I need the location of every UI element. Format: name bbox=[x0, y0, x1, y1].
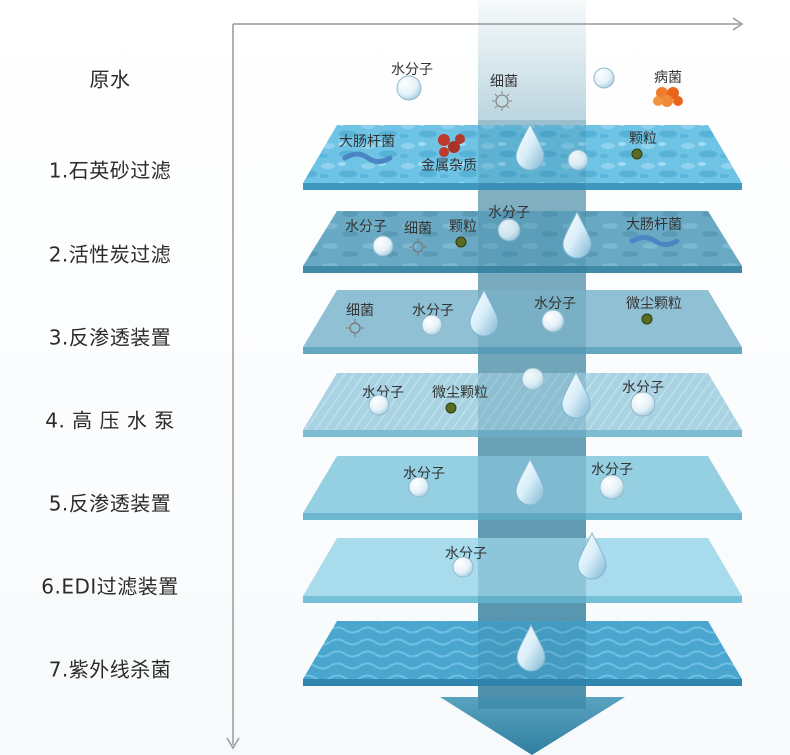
l3-water-label: 水分子 bbox=[412, 303, 454, 319]
l5-water2-icon bbox=[599, 474, 625, 500]
l6-droplet-icon bbox=[577, 531, 607, 580]
l3-dust-label: 微尘颗粒 bbox=[626, 296, 682, 312]
l1-bubble-icon bbox=[567, 149, 589, 171]
stage-label-raw: 原水 bbox=[89, 67, 131, 92]
l1-ecoli-icon bbox=[342, 151, 393, 164]
l4-dust-label: 微尘颗粒 bbox=[432, 385, 488, 401]
layer-2-activated-carbon bbox=[303, 211, 742, 273]
l1-ecoli-label: 大肠杆菌 bbox=[339, 134, 395, 150]
l2-ecoli-label: 大肠杆菌 bbox=[626, 217, 682, 233]
l6-water-label: 水分子 bbox=[445, 546, 487, 562]
l3-water-icon bbox=[421, 314, 443, 336]
raw-bubble-icon bbox=[593, 67, 615, 89]
layer-6-edi bbox=[303, 538, 742, 603]
l4-water2-icon bbox=[630, 391, 656, 417]
stage-label-uv: 7.紫外线杀菌 bbox=[48, 657, 172, 682]
raw-water-label: 水分子 bbox=[391, 62, 433, 78]
l1-metal-label: 金属杂质 bbox=[421, 158, 477, 174]
raw-pathogen-label: 病菌 bbox=[654, 70, 682, 86]
stage-label-activated-carbon: 2.活性炭过滤 bbox=[48, 242, 172, 267]
l4-droplet-icon bbox=[561, 370, 591, 419]
l3-bacteria-icon bbox=[346, 319, 364, 337]
raw-pathogen-icon bbox=[653, 87, 683, 107]
l2-bacteria-icon bbox=[409, 238, 427, 256]
l1-particle-icon bbox=[631, 148, 643, 160]
l6-water-icon bbox=[452, 556, 474, 578]
l3-bacteria-label: 细菌 bbox=[346, 303, 374, 319]
raw-droplet-icon bbox=[515, 122, 545, 171]
l5-water-label: 水分子 bbox=[403, 466, 445, 482]
output-arrow bbox=[440, 697, 625, 755]
l5-droplet-icon bbox=[515, 457, 545, 506]
stage-label-reverse-osmosis-1: 3.反渗透装置 bbox=[48, 325, 172, 350]
l3-water2-label: 水分子 bbox=[534, 296, 576, 312]
l2-water2-label: 水分子 bbox=[488, 205, 530, 221]
l2-water-icon bbox=[372, 235, 394, 257]
l1-metal-icon bbox=[438, 134, 465, 157]
l5-water-icon bbox=[408, 476, 430, 498]
l5-water2-label: 水分子 bbox=[591, 462, 633, 478]
l3-droplet-icon bbox=[469, 288, 499, 337]
l3-water2-icon bbox=[541, 309, 565, 333]
l3-dust-icon bbox=[641, 313, 653, 325]
raw-bacteria-label: 细菌 bbox=[490, 74, 518, 90]
l4-bubble-icon bbox=[521, 367, 545, 391]
l2-water2-icon bbox=[497, 218, 521, 242]
stage-label-high-pressure-pump: 4. 高 压 水 泵 bbox=[45, 408, 175, 433]
raw-bacteria-icon bbox=[492, 91, 512, 111]
stage-label-reverse-osmosis-2: 5.反渗透装置 bbox=[48, 491, 172, 516]
l2-particle-icon bbox=[455, 236, 467, 248]
l2-water-label: 水分子 bbox=[345, 219, 387, 235]
l7-droplet-icon bbox=[516, 623, 546, 672]
l4-water2-label: 水分子 bbox=[622, 380, 664, 396]
stage-label-quartz-sand: 1.石英砂过滤 bbox=[48, 158, 172, 183]
raw-water-molecule-icon bbox=[396, 75, 422, 101]
l4-dust-icon bbox=[445, 402, 457, 414]
l2-bacteria-label: 细菌 bbox=[404, 221, 432, 237]
stage-label-edi: 6.EDI过滤装置 bbox=[41, 574, 179, 599]
l2-particle-label: 颗粒 bbox=[449, 219, 477, 235]
l2-ecoli-icon bbox=[629, 235, 680, 247]
l1-particle-label: 颗粒 bbox=[629, 131, 657, 147]
layer-3-reverse-osmosis bbox=[303, 290, 742, 354]
l4-water-icon bbox=[368, 394, 390, 416]
layer-4-high-pressure-pump bbox=[303, 373, 742, 437]
l2-droplet-icon bbox=[562, 210, 592, 259]
